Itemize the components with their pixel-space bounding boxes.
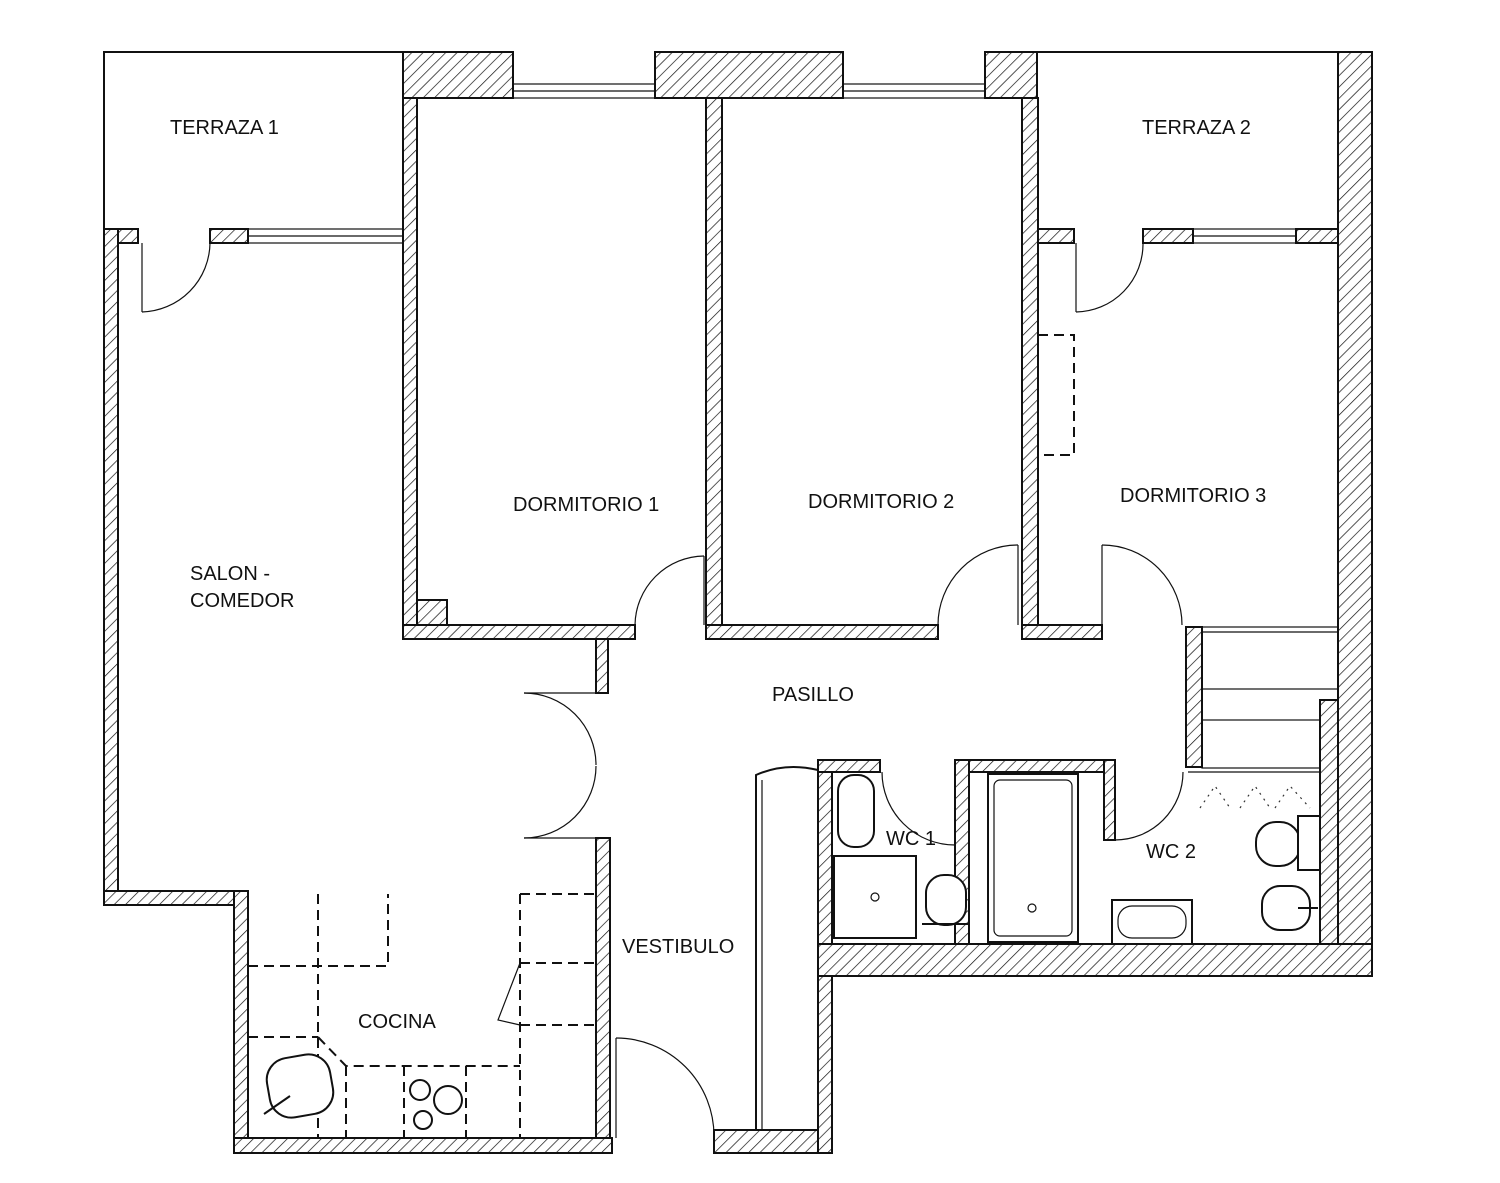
exterior-walls bbox=[103, 51, 1373, 1154]
label-wc-2: WC 2 bbox=[1146, 841, 1196, 863]
label-dormitorio-1: DORMITORIO 1 bbox=[513, 494, 659, 516]
label-dormitorio-2: DORMITORIO 2 bbox=[808, 491, 954, 513]
kitchen-fixtures bbox=[248, 893, 596, 1138]
label-comedor: COMEDOR bbox=[190, 590, 294, 612]
label-dormitorio-3: DORMITORIO 3 bbox=[1120, 485, 1266, 507]
label-salon: SALON - bbox=[190, 563, 270, 585]
label-cocina: COCINA bbox=[358, 1011, 436, 1033]
label-pasillo: PASILLO bbox=[772, 684, 854, 706]
outlines bbox=[103, 51, 1339, 1130]
room-labels: TERRAZA 1 TERRAZA 2 DORMITORIO 1 DORMITO… bbox=[170, 117, 1266, 1033]
label-terraza-1: TERRAZA 1 bbox=[170, 117, 279, 139]
label-wc-1: WC 1 bbox=[886, 828, 936, 850]
label-vestibulo: VESTIBULO bbox=[622, 936, 734, 958]
label-terraza-2: TERRAZA 2 bbox=[1142, 117, 1251, 139]
doors bbox=[141, 242, 1184, 1138]
bathroom-fixtures bbox=[833, 771, 1321, 945]
